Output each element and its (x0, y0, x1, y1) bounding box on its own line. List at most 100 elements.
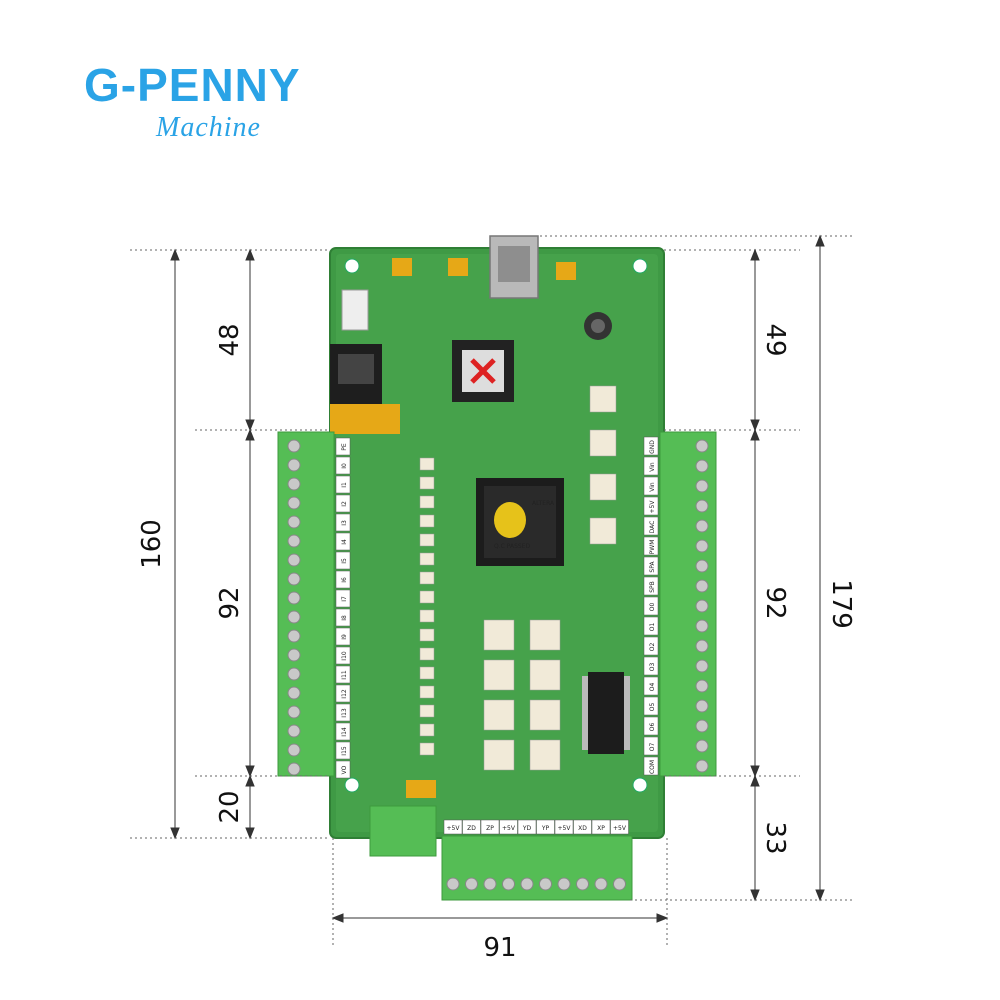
terminal-screw (695, 679, 709, 693)
terminal-screw (695, 539, 709, 553)
terminal-screw (695, 659, 709, 673)
terminal-screw (695, 759, 709, 773)
terminal-screw (695, 579, 709, 593)
right-terminal-label: Vin (649, 462, 656, 472)
relay-optocoupler (529, 659, 561, 691)
optocoupler (419, 590, 435, 604)
optocoupler (419, 628, 435, 642)
terminal-screw (287, 496, 301, 510)
left-terminal-label: I5 (341, 558, 348, 564)
right-terminal-label: O7 (649, 743, 656, 752)
terminal-screw (287, 477, 301, 491)
right-terminal-label: SPB (649, 581, 656, 593)
optocoupler (419, 609, 435, 623)
capacitor (556, 262, 576, 280)
right-terminal-label: SPA (649, 561, 656, 573)
terminal-screw (695, 499, 709, 513)
terminal-screw (483, 877, 497, 891)
left-terminal-label: I1 (341, 482, 348, 488)
fpga-chip: ALTERA Q.C PASSED (476, 478, 564, 566)
terminal-screw (695, 519, 709, 533)
terminal-screw (287, 667, 301, 681)
left-terminal-label: I4 (341, 539, 348, 545)
dim-left-middle: 92 (215, 586, 245, 619)
terminal-screw (695, 639, 709, 653)
terminal-screw (695, 459, 709, 473)
left-terminal-label: I7 (341, 596, 348, 602)
optocoupler (419, 552, 435, 566)
terminal-screw (695, 699, 709, 713)
optocoupler (419, 647, 435, 661)
optocoupler (419, 571, 435, 585)
right-terminal-label: O6 (649, 723, 656, 732)
terminal-screw (520, 877, 534, 891)
optocoupler (419, 457, 435, 471)
right-terminal-label: O4 (649, 683, 656, 692)
relay-optocoupler (529, 739, 561, 771)
terminal-screw (287, 458, 301, 472)
microcontroller-chip (452, 340, 514, 402)
terminal-screw (287, 534, 301, 548)
bottom-terminal-label: ZD (467, 825, 476, 832)
usb-connector (489, 235, 539, 299)
right-terminal-label: Vin (649, 482, 656, 492)
bottom-terminal-label: +5V (502, 825, 516, 832)
left-terminal-label: I9 (341, 634, 348, 640)
optocoupler (419, 476, 435, 490)
optocoupler-array (419, 385, 617, 771)
bottom-terminal-label: ZP (486, 825, 494, 832)
optocoupler (419, 514, 435, 528)
capacitor (406, 780, 436, 798)
fpga-marking: ALTERA (532, 500, 555, 507)
bottom-terminal-label: XD (578, 825, 587, 832)
left-terminal-label: I13 (341, 708, 348, 718)
right-terminal-label: O5 (649, 703, 656, 712)
dim-right-top: 49 (760, 323, 790, 356)
left-terminal-label: I10 (341, 651, 348, 661)
dim-left-top: 48 (215, 323, 245, 356)
terminal-screw (613, 877, 626, 891)
bottom-terminal-label: +5V (558, 825, 572, 832)
right-terminal-label: O2 (649, 643, 656, 652)
relay-optocoupler (529, 619, 561, 651)
relay-optocoupler (529, 699, 561, 731)
right-terminal-label: PWM (649, 540, 656, 555)
output-optocoupler (589, 429, 617, 457)
optocoupler (419, 742, 435, 756)
dim-right-bottom: 33 (760, 821, 790, 854)
terminal-screw (287, 762, 301, 776)
left-terminal-label: I0 (341, 463, 348, 469)
capacitor (448, 258, 468, 276)
output-optocoupler (589, 385, 617, 413)
terminal-screw (695, 739, 709, 753)
right-terminal-label: O1 (649, 623, 656, 632)
terminal-screw (287, 743, 301, 757)
relay-optocoupler (483, 739, 515, 771)
left-terminal-label: I3 (341, 520, 348, 526)
terminal-screw (287, 705, 301, 719)
relay-optocoupler (483, 699, 515, 731)
bottom-terminal-label: YP (541, 825, 550, 832)
terminal-screw (287, 610, 301, 624)
terminal-screw (287, 572, 301, 586)
terminal-screw (539, 877, 552, 891)
optocoupler (419, 533, 435, 547)
dim-width: 91 (483, 933, 516, 963)
left-terminal-label: VO (341, 765, 348, 774)
left-terminal-label: I12 (341, 689, 348, 699)
terminal-screw (695, 719, 709, 733)
relay-optocoupler (483, 659, 515, 691)
dim-left-total: 160 (137, 519, 167, 569)
left-terminal-label: PE (341, 443, 348, 451)
dim-right-total: 179 (826, 579, 856, 629)
terminal-screw (287, 553, 301, 567)
ethernet-port (330, 344, 400, 434)
dim-right-middle: 92 (760, 586, 790, 619)
terminal-screw (287, 591, 301, 605)
terminal-screw (287, 724, 301, 738)
terminal-screw (576, 877, 589, 891)
terminal-screw (695, 479, 709, 493)
output-optocoupler (589, 517, 617, 545)
